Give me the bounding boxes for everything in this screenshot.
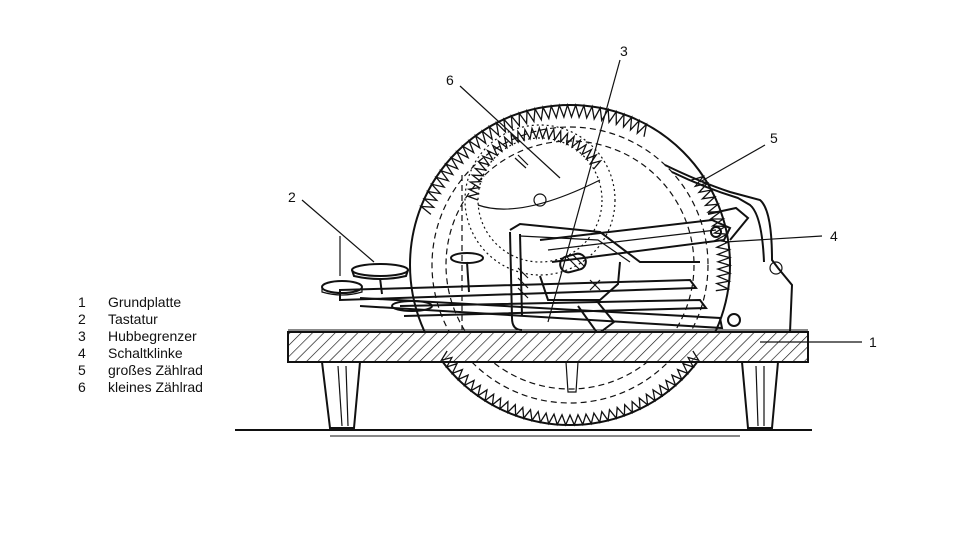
callout-3: 3 (620, 43, 628, 59)
table-legs (321, 361, 779, 429)
callout-2: 2 (288, 189, 296, 205)
floor-line (235, 429, 812, 437)
large-counting-wheel (409, 102, 733, 426)
callout-5: 5 (770, 130, 778, 146)
callout-leaders (301, 59, 862, 343)
wheel-lower-teeth (439, 350, 701, 427)
small-counting-wheel (464, 124, 616, 276)
callout-6: 6 (446, 72, 454, 88)
base-plate (287, 329, 809, 363)
callout-1: 1 (869, 334, 877, 350)
housing (509, 164, 794, 333)
callout-4: 4 (830, 228, 838, 244)
ratchet-pawl (539, 206, 783, 275)
keyboard-levers (321, 252, 741, 345)
